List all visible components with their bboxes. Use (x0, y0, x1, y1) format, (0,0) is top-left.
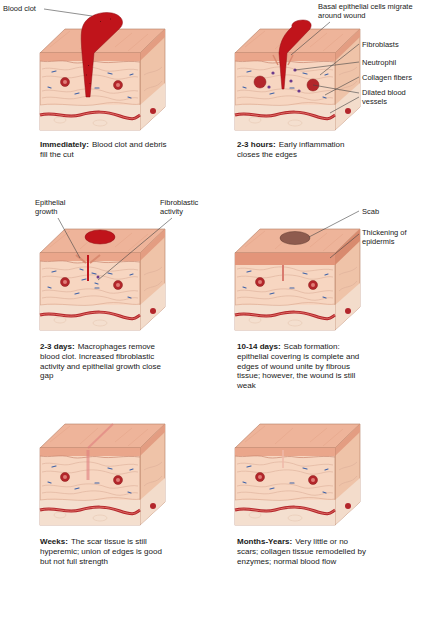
illustration-part (98, 218, 172, 280)
skin-block-months (235, 424, 360, 525)
closing-gap (87, 255, 89, 281)
scar-tissue (88, 424, 113, 448)
stage-caption: Months-Years:Very little or no scars; co… (237, 537, 367, 566)
debris (86, 19, 111, 84)
basal-epithelial-cells (273, 55, 293, 65)
skin-block-hours (235, 20, 360, 130)
skin-block-10-14-days (235, 229, 360, 330)
stage-caption: Immediately:Blood clot and debris fill t… (40, 140, 170, 160)
stage-time: 2-3 days: (40, 342, 75, 351)
part-label: Dilated blood vessels (362, 88, 424, 106)
illustration-part (297, 89, 300, 92)
fibroblasts (80, 269, 98, 284)
illustration-part (271, 71, 274, 74)
blood-clot (81, 12, 122, 97)
illustration-part (330, 97, 359, 113)
stage-time: Immediately: (40, 140, 89, 149)
illustration-part (58, 218, 80, 258)
part-label: Scab (362, 207, 422, 216)
illustration-part (291, 22, 330, 55)
faint-scar (282, 450, 284, 468)
skin-block-weeks (40, 424, 165, 525)
skin-block (235, 424, 360, 525)
illustration-part (313, 85, 359, 93)
illustration-part (44, 9, 92, 16)
scar-tissue (87, 450, 90, 480)
stage-caption: Weeks:The scar tissue is still hyperemic… (40, 537, 170, 566)
scab (280, 232, 310, 245)
blood-clot (85, 230, 115, 244)
skin-block (40, 229, 165, 330)
stage-time: 2-3 hours: (237, 140, 276, 149)
epithelial-growth (76, 255, 100, 263)
part-label: Fibroblasts (362, 40, 426, 49)
part-label: Epithelial growth (35, 198, 85, 216)
thick-epidermis (335, 229, 360, 265)
fibrous-tissue (282, 265, 284, 281)
macrophage (97, 276, 100, 279)
skin-block (40, 424, 165, 525)
stage-time: 10-14 days: (237, 342, 281, 351)
stage-caption: 2-3 hours:Early inflammation closes the … (237, 140, 367, 160)
skin-block (235, 29, 360, 130)
part-label: Fibroblastic activity (160, 198, 216, 216)
stage-time: Weeks: (40, 537, 68, 546)
illustration-part (295, 62, 359, 70)
illustration-part (289, 79, 292, 82)
part-label: Basal epithelial cells migrate around wo… (318, 2, 428, 20)
illustration-part (309, 211, 359, 237)
illustration-part (320, 44, 359, 75)
illustration-part (267, 85, 270, 88)
part-label: Thickening of epidermis (362, 228, 422, 246)
skin-block-immediately (40, 12, 165, 130)
part-label: Collagen fibers (362, 73, 426, 82)
stage-time: Months-Years: (237, 537, 292, 546)
blood-clot (279, 20, 311, 89)
stage-caption: 10-14 days:Scab formation: epithelial co… (237, 342, 367, 391)
illustration-part (330, 234, 359, 258)
part-label: Blood clot (3, 4, 45, 13)
leader-lines (44, 9, 359, 280)
dilated-vessel (254, 76, 266, 88)
neutrophils (267, 68, 300, 92)
part-label: Neutrophil (362, 58, 426, 67)
skin-block-days (40, 229, 165, 330)
skin-block (235, 229, 360, 330)
stage-caption: 2-3 days:Macrophages remove blood clot. … (40, 342, 170, 381)
thick-epidermis (235, 253, 335, 265)
